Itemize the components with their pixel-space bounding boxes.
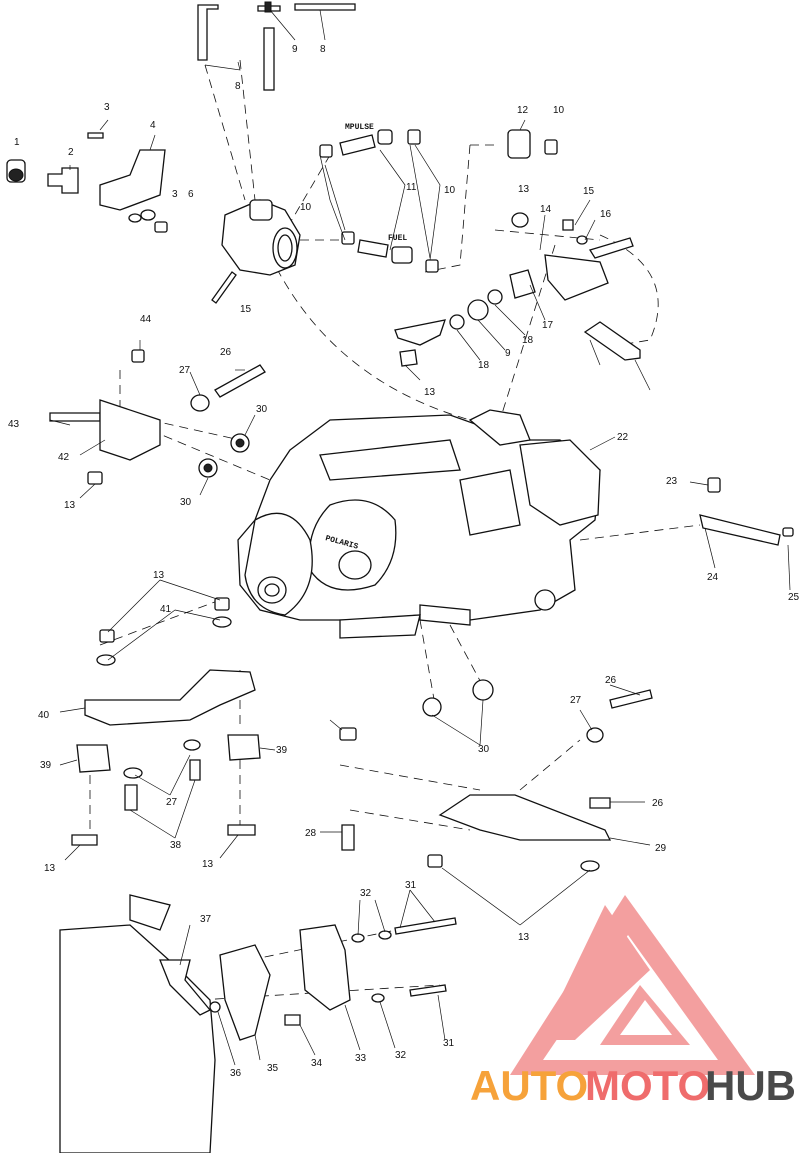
callout-17: 17 bbox=[542, 320, 554, 331]
callout-8a: 8 bbox=[235, 81, 241, 92]
callout-22: 22 bbox=[617, 432, 629, 443]
lower-right-mount bbox=[339, 679, 653, 872]
fuel-impulse-hoses: MPULSE FUEL bbox=[319, 123, 439, 273]
callout-23: 23 bbox=[666, 476, 678, 487]
watermark-hub: HUB bbox=[705, 1062, 796, 1109]
callout-2: 2 bbox=[68, 147, 74, 158]
upper-bracket bbox=[87, 132, 168, 233]
callout-26a: 26 bbox=[220, 347, 232, 358]
callout-13d: 13 bbox=[153, 570, 165, 581]
carburetor bbox=[211, 199, 301, 304]
callout-39a: 39 bbox=[40, 760, 52, 771]
callout-12: 12 bbox=[517, 105, 529, 116]
transmission-assembly bbox=[59, 894, 457, 1153]
callout-13b: 13 bbox=[424, 387, 436, 398]
callout-37: 37 bbox=[200, 914, 212, 925]
callout-18b: 18 bbox=[478, 360, 490, 371]
callout-32a: 32 bbox=[360, 888, 372, 899]
callout-33: 33 bbox=[355, 1053, 367, 1064]
callout-1: 1 bbox=[14, 137, 20, 148]
callout-15b: 15 bbox=[240, 304, 252, 315]
callout-13f: 13 bbox=[202, 859, 214, 870]
callout-10a: 10 bbox=[300, 202, 312, 213]
callout-43: 43 bbox=[8, 419, 20, 430]
callout-9b: 9 bbox=[505, 348, 511, 359]
callout-24: 24 bbox=[707, 572, 719, 583]
callout-11: 11 bbox=[406, 182, 417, 193]
watermark-logo bbox=[510, 895, 755, 1075]
callout-30b: 30 bbox=[180, 497, 192, 508]
shift-lever bbox=[699, 477, 794, 546]
callout-3b: 3 bbox=[172, 189, 178, 200]
callout-10b: 10 bbox=[444, 185, 456, 196]
callout-42: 42 bbox=[58, 452, 70, 463]
callout-13a: 13 bbox=[518, 184, 530, 195]
callout-9: 9 bbox=[292, 44, 298, 55]
watermark-auto: AUTO bbox=[470, 1062, 588, 1109]
fuel-pump bbox=[507, 129, 558, 159]
callout-31b: 31 bbox=[443, 1038, 455, 1049]
callout-27c: 27 bbox=[570, 695, 582, 706]
engine-assembly: POLARIS bbox=[237, 409, 601, 639]
callout-28b: 26 bbox=[652, 798, 664, 809]
callout-27b: 27 bbox=[166, 797, 178, 808]
callout-30a: 30 bbox=[256, 404, 268, 415]
watermark-text: AUTO MOTO HUB bbox=[470, 1062, 796, 1109]
callout-32b: 32 bbox=[395, 1050, 407, 1061]
callout-25: 25 bbox=[788, 592, 800, 603]
impulse-label: MPULSE bbox=[345, 123, 374, 132]
callout-numbers: 1 2 3 4 3 6 8 9 8 10 11 10 12 10 13 14 1… bbox=[8, 44, 800, 1079]
callout-28a: 28 bbox=[305, 828, 317, 839]
callout-31a: 31 bbox=[405, 880, 417, 891]
callout-38: 38 bbox=[170, 840, 182, 851]
callout-14: 14 bbox=[540, 204, 552, 215]
callout-40: 40 bbox=[38, 710, 50, 721]
callout-13g: 13 bbox=[518, 932, 530, 943]
callout-8b: 8 bbox=[320, 44, 326, 55]
callout-27a: 27 bbox=[179, 365, 191, 376]
vent-hoses bbox=[197, 1, 356, 91]
right-mount-cluster bbox=[394, 212, 641, 367]
callout-18a: 18 bbox=[522, 335, 534, 346]
callout-34: 34 bbox=[311, 1058, 323, 1069]
callout-10c: 10 bbox=[553, 105, 565, 116]
lower-left-mount bbox=[71, 597, 261, 846]
callout-16: 16 bbox=[600, 209, 612, 220]
callout-15a: 15 bbox=[583, 186, 595, 197]
callout-4: 4 bbox=[150, 120, 156, 131]
watermark-moto: MOTO bbox=[585, 1062, 710, 1109]
callout-3: 3 bbox=[104, 102, 110, 113]
callout-44: 44 bbox=[140, 314, 152, 325]
left-mount-bracket bbox=[49, 349, 266, 485]
callout-36: 36 bbox=[230, 1068, 242, 1079]
callout-13e: 13 bbox=[44, 863, 56, 874]
callout-39b: 39 bbox=[276, 745, 288, 756]
callout-41: 41 bbox=[160, 604, 172, 615]
left-small-parts bbox=[6, 159, 79, 194]
callout-13c: 13 bbox=[64, 500, 76, 511]
callout-30c: 30 bbox=[478, 744, 490, 755]
callout-6: 6 bbox=[188, 189, 194, 200]
callout-35: 35 bbox=[267, 1063, 279, 1074]
fuel-label: FUEL bbox=[388, 234, 407, 243]
callout-26b: 26 bbox=[605, 675, 617, 686]
leader-lines bbox=[49, 9, 791, 1066]
callout-29: 29 bbox=[655, 843, 667, 854]
